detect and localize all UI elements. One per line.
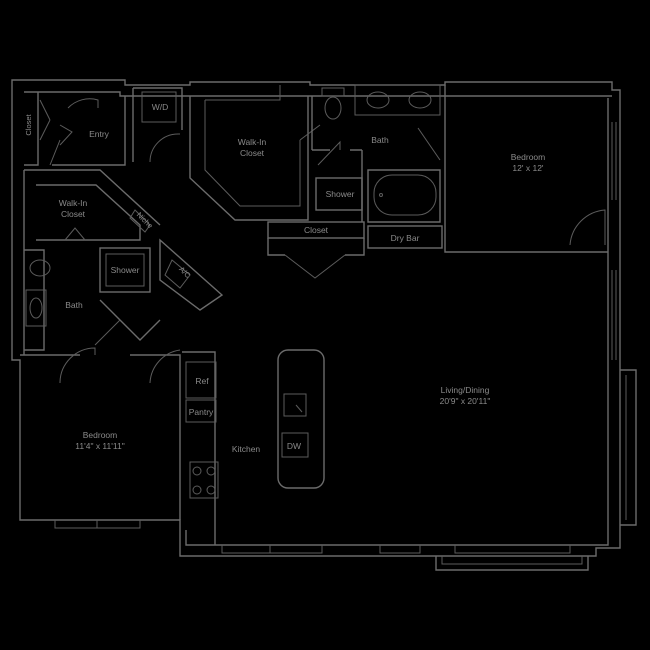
shower-left — [99, 247, 151, 293]
bedroom-left-label-2: 11'4" x 11'11" — [75, 441, 124, 451]
walkin-closet-left — [23, 169, 161, 355]
closet-left-label: Closet — [24, 113, 33, 135]
ac-unit — [159, 238, 224, 311]
shower-left-label: Shower — [111, 265, 140, 275]
entry-label: Entry — [89, 129, 110, 139]
wd-label: W/D — [152, 102, 169, 112]
walkin-top-label-1: Walk-In — [238, 137, 267, 147]
entry-area — [52, 96, 126, 166]
bath-left — [24, 249, 161, 351]
walkin-top-label-2: Closet — [240, 148, 265, 158]
dry-bar-label: Dry Bar — [391, 233, 420, 243]
kitchen-label: Kitchen — [232, 444, 261, 454]
shower-top — [315, 177, 363, 211]
dry-bar — [367, 225, 443, 249]
laundry — [132, 87, 183, 163]
shower-top-label: Shower — [326, 189, 355, 199]
bedroom-left-label-1: Bedroom — [83, 430, 118, 440]
living-label-1: Living/Dining — [441, 385, 490, 395]
bedroom-left — [20, 347, 181, 520]
exterior-walls — [11, 79, 637, 571]
bath-top-label: Bath — [371, 135, 389, 145]
dw-label: DW — [287, 441, 301, 451]
windows — [54, 122, 617, 554]
walkin-closet-top — [189, 85, 321, 221]
bedroom-right-label-2: 12' x 12' — [512, 163, 544, 173]
living-label-2: 20'9" x 20'11" — [440, 396, 491, 406]
walkin-left-label-2: Closet — [61, 209, 86, 219]
bedroom-right-label-1: Bedroom — [511, 152, 546, 162]
ref-label: Ref — [195, 376, 209, 386]
pantry-label: Pantry — [189, 407, 214, 417]
bedroom-right — [444, 85, 608, 253]
bath-top — [311, 84, 441, 223]
niche-label: Niche — [135, 210, 155, 230]
closet-mid-label: Closet — [304, 225, 329, 235]
kitchen — [182, 349, 325, 545]
walkin-left-label-1: Walk-In — [59, 198, 88, 208]
closet-left — [24, 92, 61, 166]
bath-left-label: Bath — [65, 300, 83, 310]
closet-mid — [267, 221, 365, 279]
